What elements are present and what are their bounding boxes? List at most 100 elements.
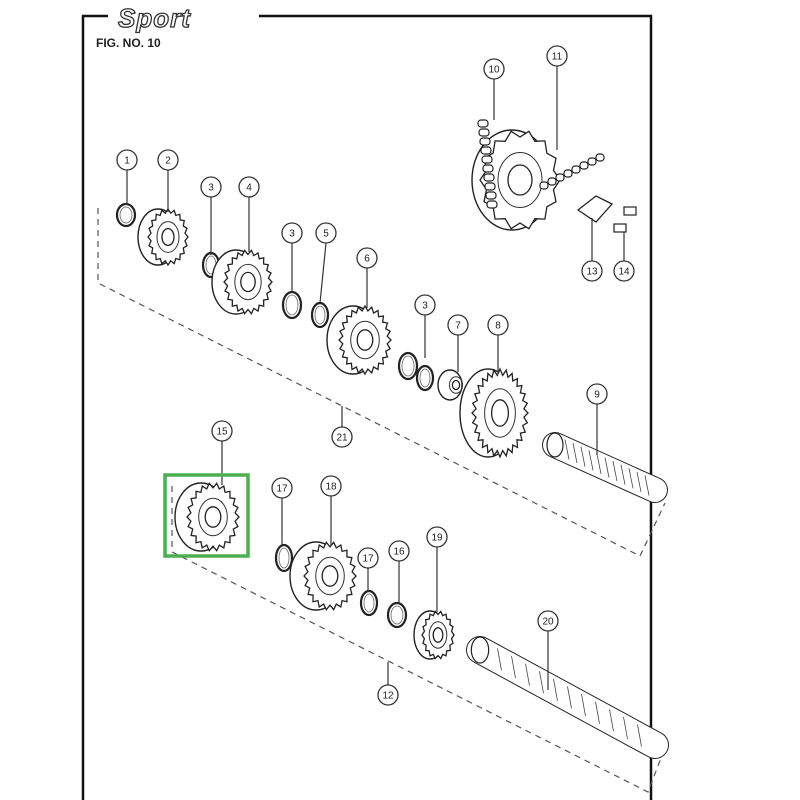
callout-number: 5 — [323, 229, 329, 240]
brand-logo: Sport — [118, 3, 191, 33]
callout-5[interactable]: 5 — [315, 222, 337, 244]
assembly-group-outline-12 — [171, 486, 667, 793]
callout-9[interactable]: 9 — [586, 383, 608, 405]
callout-number: 10 — [488, 65, 500, 76]
callout-number: 4 — [246, 183, 252, 194]
callout-number: 3 — [289, 229, 295, 240]
callout-circle[interactable] — [447, 314, 469, 336]
callout-15[interactable]: 15 — [211, 420, 233, 442]
callout-11[interactable]: 11 — [546, 45, 568, 67]
callout-16[interactable]: 16 — [388, 540, 410, 562]
callout-20[interactable]: 20 — [537, 610, 559, 632]
callout-circle[interactable] — [211, 420, 233, 442]
circlip-3c — [397, 351, 419, 381]
callout-number: 17 — [276, 484, 288, 495]
callout-number: 9 — [594, 390, 600, 401]
parts-drawings — [115, 119, 669, 759]
circlip-3b — [281, 290, 303, 320]
callout-circle[interactable] — [483, 58, 505, 80]
callout-6[interactable]: 6 — [356, 247, 378, 269]
callout-1[interactable]: 1 — [116, 149, 138, 171]
callout-7[interactable]: 7 — [447, 314, 469, 336]
callout-number: 7 — [455, 321, 461, 332]
figure-frame — [81, 14, 653, 800]
callout-circle[interactable] — [281, 222, 303, 244]
callout-17a[interactable]: 17 — [271, 477, 293, 499]
gear-8 — [459, 367, 529, 459]
callout-3b[interactable]: 3 — [281, 222, 303, 244]
callout-number: 13 — [586, 267, 598, 278]
callout-circle[interactable] — [487, 314, 509, 336]
callout-circle[interactable] — [315, 222, 337, 244]
callout-number: 3 — [208, 183, 214, 194]
callout-21[interactable]: 21 — [331, 426, 353, 448]
callout-circle[interactable] — [426, 526, 448, 548]
callout-3a[interactable]: 3 — [200, 176, 222, 198]
callout-circle[interactable] — [116, 149, 138, 171]
callout-circle[interactable] — [581, 260, 603, 282]
callout-number: 15 — [216, 427, 228, 438]
callout-number: 19 — [431, 533, 443, 544]
callout-number: 3 — [422, 301, 428, 312]
callout-14[interactable]: 14 — [613, 260, 635, 282]
callout-18[interactable]: 18 — [320, 475, 342, 497]
callout-number: 20 — [542, 617, 554, 628]
leader-line — [319, 242, 327, 304]
gear-6 — [326, 304, 392, 376]
gear-2 — [137, 207, 189, 267]
callout-circle[interactable] — [357, 547, 379, 569]
lock-plate-13 — [576, 195, 614, 223]
callout-circle[interactable] — [586, 383, 608, 405]
callout-17b[interactable]: 17 — [357, 547, 379, 569]
callout-circle[interactable] — [271, 477, 293, 499]
callout-number: 2 — [165, 156, 171, 167]
callout-circle[interactable] — [613, 260, 635, 282]
callout-circle[interactable] — [388, 540, 410, 562]
assembly-group-outline-21 — [97, 208, 666, 557]
figure-number: FIG. NO. 10 — [96, 36, 161, 50]
callout-number: 12 — [382, 691, 394, 702]
bushing-7 — [437, 369, 464, 401]
callout-circle[interactable] — [414, 294, 436, 316]
callout-number: 17 — [362, 554, 374, 565]
callout-circle[interactable] — [238, 176, 260, 198]
callout-circle[interactable] — [537, 610, 559, 632]
callout-circle[interactable] — [356, 247, 378, 269]
callout-4[interactable]: 4 — [238, 176, 260, 198]
circlip-5 — [310, 301, 330, 329]
gear-4 — [211, 249, 273, 315]
washer-16 — [386, 601, 408, 629]
callout-number: 8 — [495, 321, 501, 332]
callout-number: 18 — [325, 482, 337, 493]
callout-10[interactable]: 10 — [483, 58, 505, 80]
circlip-17a — [274, 543, 294, 573]
counter-shaft-20 — [466, 636, 669, 759]
callout-number: 14 — [618, 267, 630, 278]
callout-circle[interactable] — [546, 45, 568, 67]
callout-8[interactable]: 8 — [487, 314, 509, 336]
callout-19[interactable]: 19 — [426, 526, 448, 548]
selected-part-highlight[interactable] — [163, 473, 250, 558]
callout-circle[interactable] — [377, 684, 399, 706]
callout-circle[interactable] — [331, 426, 353, 448]
leader-lines — [126, 66, 625, 690]
gear-18 — [289, 541, 357, 611]
gear-19 — [413, 610, 455, 660]
drive-chain-11 — [477, 119, 605, 209]
callout-number: 1 — [124, 156, 130, 167]
callout-circle[interactable] — [157, 149, 179, 171]
callout-3c[interactable]: 3 — [414, 294, 436, 316]
gear-15 — [174, 482, 240, 552]
callout-circle[interactable] — [320, 475, 342, 497]
callout-number: 6 — [364, 254, 370, 265]
washer-3d — [415, 364, 435, 392]
callout-2[interactable]: 2 — [157, 149, 179, 171]
bolt-14a — [623, 206, 637, 216]
callout-12[interactable]: 12 — [377, 684, 399, 706]
callout-circle[interactable] — [200, 176, 222, 198]
circlip-17b — [359, 589, 379, 617]
callout-13[interactable]: 13 — [581, 260, 603, 282]
callout-number: 16 — [393, 547, 405, 558]
bolt-14b — [613, 223, 627, 233]
